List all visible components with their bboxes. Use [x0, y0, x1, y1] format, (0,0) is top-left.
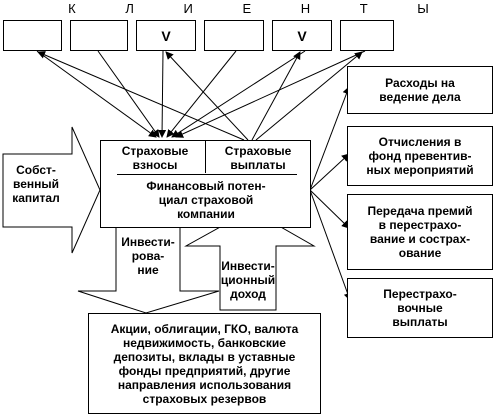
- arrow-center-to-client-1: [37, 51, 245, 141]
- arrow-center-to-client-6: [255, 51, 363, 141]
- client-to-center-arrows: [36, 50, 366, 141]
- client-box-6: [340, 20, 394, 51]
- output-business-expenses: Расходы на ведение дела: [347, 66, 493, 114]
- arrow-client-1-down: [36, 50, 157, 138]
- financial-potential-block: Страховые взносы Страховые выплаты Финан…: [100, 140, 311, 228]
- client-mark: V: [297, 27, 307, 44]
- assets-box: Акции, облигации, ГКО, валюта недвижимос…: [88, 313, 321, 414]
- equity-label: Собст- венный капитал: [12, 163, 60, 205]
- output-prevention-fund: Отчисления в фонд превентив- ных меропри…: [347, 126, 493, 186]
- equity-arrow: [2, 126, 101, 254]
- arrow-to-output-1: [309, 86, 351, 191]
- arrow-client-5-down: [171, 50, 306, 138]
- arrow-client-4-down: [166, 50, 237, 138]
- arrow-to-output-4: [309, 189, 352, 301]
- center-divider-horizontal: [117, 174, 297, 175]
- potential-label: Финансовый потен- циал страховой компани…: [146, 179, 266, 221]
- client-box-3: V: [136, 20, 196, 51]
- payouts-label: Страховые выплаты: [224, 144, 292, 172]
- arrow-center-to-client-5: [251, 51, 301, 141]
- arrow-client-2-down: [97, 50, 160, 138]
- income-label: Инвести- ционный доход: [220, 259, 276, 301]
- arrow-to-output-2: [309, 153, 350, 191]
- client-box-4: [204, 20, 264, 51]
- client-box-5: V: [272, 20, 332, 51]
- arrow-center-to-client-3: [165, 51, 249, 141]
- arrow-client-6-down: [175, 50, 366, 138]
- arrow-client-3-down: [158, 50, 167, 138]
- center-to-output-arrows: [309, 86, 352, 301]
- client-box-1: [3, 20, 62, 51]
- output-reinsurance-payouts: Перестрахо- вочные выплаты: [347, 278, 493, 338]
- arrow-to-output-3: [309, 189, 350, 229]
- output-reinsurance-transfer: Передача премий в перестрахо- вание и со…: [347, 194, 493, 270]
- investing-arrow: [77, 226, 220, 314]
- premiums-label: Страховые взносы: [121, 144, 189, 172]
- center-divider-vertical: [205, 141, 206, 173]
- clients-title: К Л И Е Н Т Ы: [68, 1, 452, 16]
- client-mark: V: [161, 27, 171, 44]
- client-box-2: [70, 20, 128, 51]
- investing-label: Инвести- рова- ние: [121, 235, 175, 277]
- income-arrow: [184, 209, 316, 311]
